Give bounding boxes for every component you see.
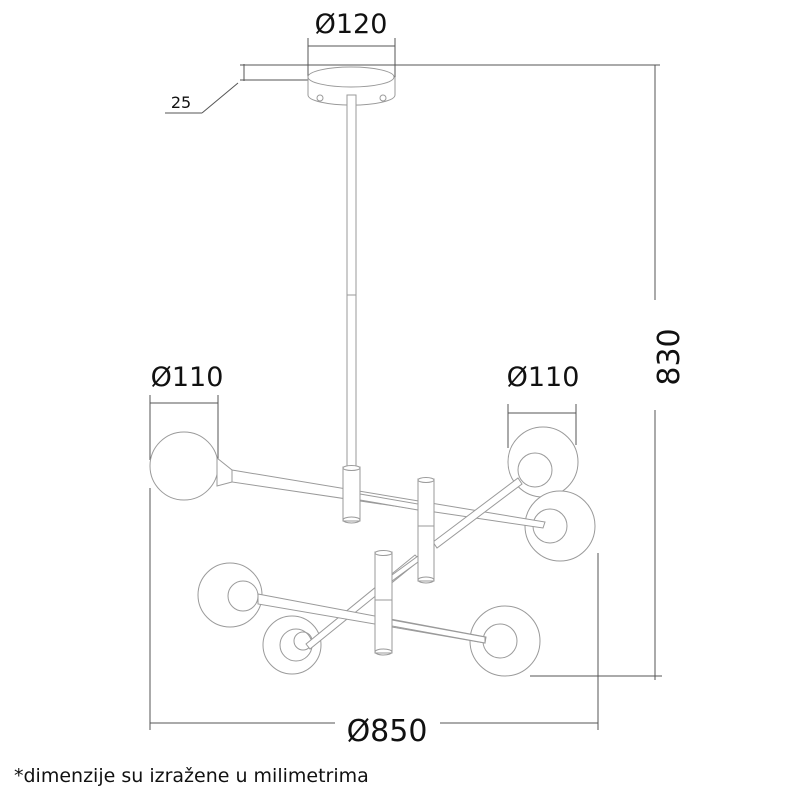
right-globe-diameter-label: Ø110 (507, 362, 580, 393)
canopy-height-label: 25 (171, 93, 191, 112)
canopy-height-dimension: 25 (165, 64, 660, 114)
left-globe-dimension: Ø110 (149, 362, 224, 460)
total-height-label: 830 (652, 328, 687, 385)
total-height-dimension: 830 (530, 65, 687, 680)
units-footnote: *dimenzije su izražene u milimetrima (14, 765, 369, 787)
globe (197, 562, 263, 628)
globe (469, 605, 541, 677)
right-globe-dimension: Ø110 (507, 362, 580, 448)
globe (524, 490, 596, 562)
canopy-diameter-label: Ø120 (315, 9, 388, 40)
globe (149, 431, 219, 501)
suspension-rod (346, 94, 357, 468)
total-diameter-dimension: Ø850 (149, 488, 599, 749)
ceiling-canopy (307, 66, 396, 106)
total-diameter-label: Ø850 (347, 714, 428, 749)
globe (262, 615, 322, 675)
left-globe-diameter-label: Ø110 (151, 362, 224, 393)
canopy-diameter-dimension: Ø120 (307, 9, 396, 92)
arm-hubs (342, 465, 486, 656)
globes (149, 426, 596, 677)
